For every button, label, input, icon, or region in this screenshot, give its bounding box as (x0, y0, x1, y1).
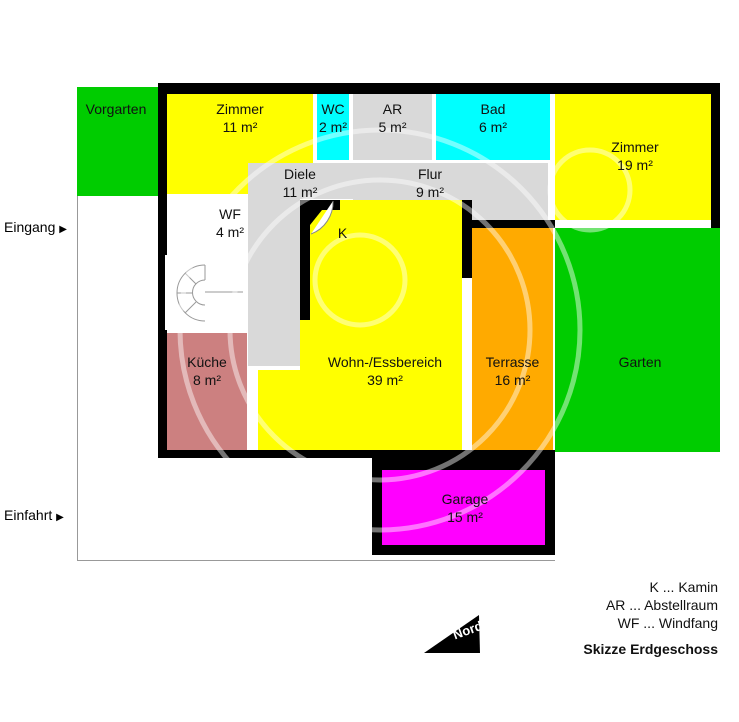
room-wc (317, 94, 349, 160)
wall (462, 220, 555, 228)
boundary-line (77, 196, 78, 560)
room-garten (555, 228, 720, 452)
entrance-eingang: Eingang ▶ (4, 219, 67, 235)
room-vorgarten (77, 87, 158, 196)
room-diele (248, 163, 353, 199)
room-diele-strip (248, 199, 300, 366)
boundary-line (77, 560, 555, 561)
room-flur (353, 163, 548, 200)
room-flur-end (470, 200, 548, 222)
room-wohn-essbereich (300, 200, 462, 450)
room-wohn-extension (258, 370, 308, 450)
wall (300, 200, 310, 320)
room-zimmer-19 (555, 94, 711, 220)
legend-item: K ... Kamin (649, 579, 718, 595)
room-kueche (167, 333, 247, 450)
room-bad (436, 94, 550, 160)
north-arrow-icon (424, 615, 480, 653)
label-garten: Garten (618, 354, 662, 370)
wall (158, 83, 167, 458)
plan-title: Skizze Erdgeschoss (583, 641, 718, 657)
kamin-icon (310, 200, 334, 235)
legend-item: WF ... Windfang (617, 615, 718, 631)
stairs (165, 255, 245, 330)
label-kamin: K (337, 225, 348, 241)
wall (711, 83, 720, 228)
wall (158, 83, 720, 94)
legend-item: AR ... Abstellraum (605, 597, 718, 613)
entrance-einfahrt: Einfahrt ▶ (4, 507, 64, 523)
wall (462, 200, 472, 278)
room-ar (353, 94, 432, 160)
wall (158, 450, 555, 458)
room-terrasse (472, 228, 553, 450)
label-vorgarten: Vorgarten (85, 101, 147, 117)
room-garage (382, 470, 545, 545)
